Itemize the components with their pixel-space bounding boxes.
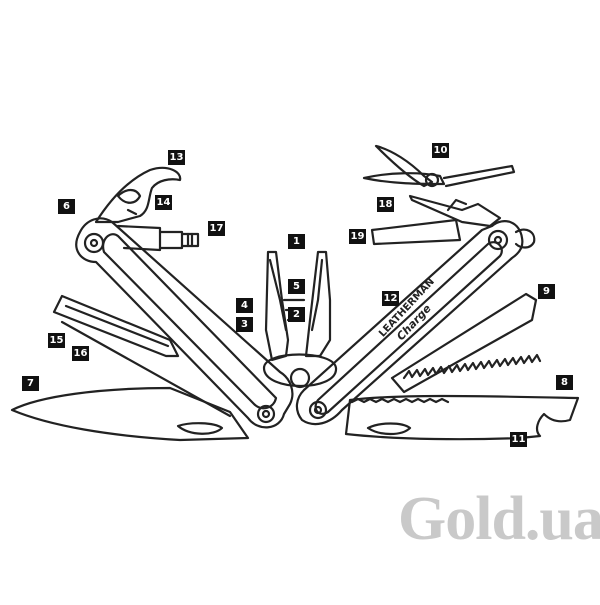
callout-2: 2: [288, 307, 305, 322]
left-handle: [75, 217, 294, 429]
bottle-opener-tool: [94, 166, 182, 224]
straight-knife-blade: [10, 386, 250, 442]
callout-11: 11: [510, 432, 527, 447]
callout-7: 7: [22, 376, 39, 391]
callout-10: 10: [432, 143, 449, 158]
callout-18: 18: [377, 197, 394, 212]
callout-1: 1: [288, 234, 305, 249]
callout-3: 3: [236, 317, 253, 332]
callout-17: 17: [208, 221, 225, 236]
callout-6: 6: [58, 199, 75, 214]
callout-9: 9: [538, 284, 555, 299]
cutting-hook-tool: [408, 194, 502, 228]
scissors-tool: [362, 144, 516, 188]
right-handle: [295, 220, 536, 426]
callout-13: 13: [168, 150, 185, 165]
callout-5: 5: [288, 279, 305, 294]
screwdriver-bit-tool: [116, 224, 200, 252]
callout-12: 12: [382, 291, 399, 306]
callout-16: 16: [72, 346, 89, 361]
watermark-text: Gold.ua: [398, 485, 600, 553]
pliers: [262, 250, 338, 389]
callout-19: 19: [349, 229, 366, 244]
callout-4: 4: [236, 298, 253, 313]
screwdriver-blade: [370, 218, 462, 246]
callout-8: 8: [556, 375, 573, 390]
callout-14: 14: [155, 195, 172, 210]
saw-blade: [390, 292, 542, 394]
serrated-knife-blade: [344, 394, 580, 441]
callout-15: 15: [48, 333, 65, 348]
